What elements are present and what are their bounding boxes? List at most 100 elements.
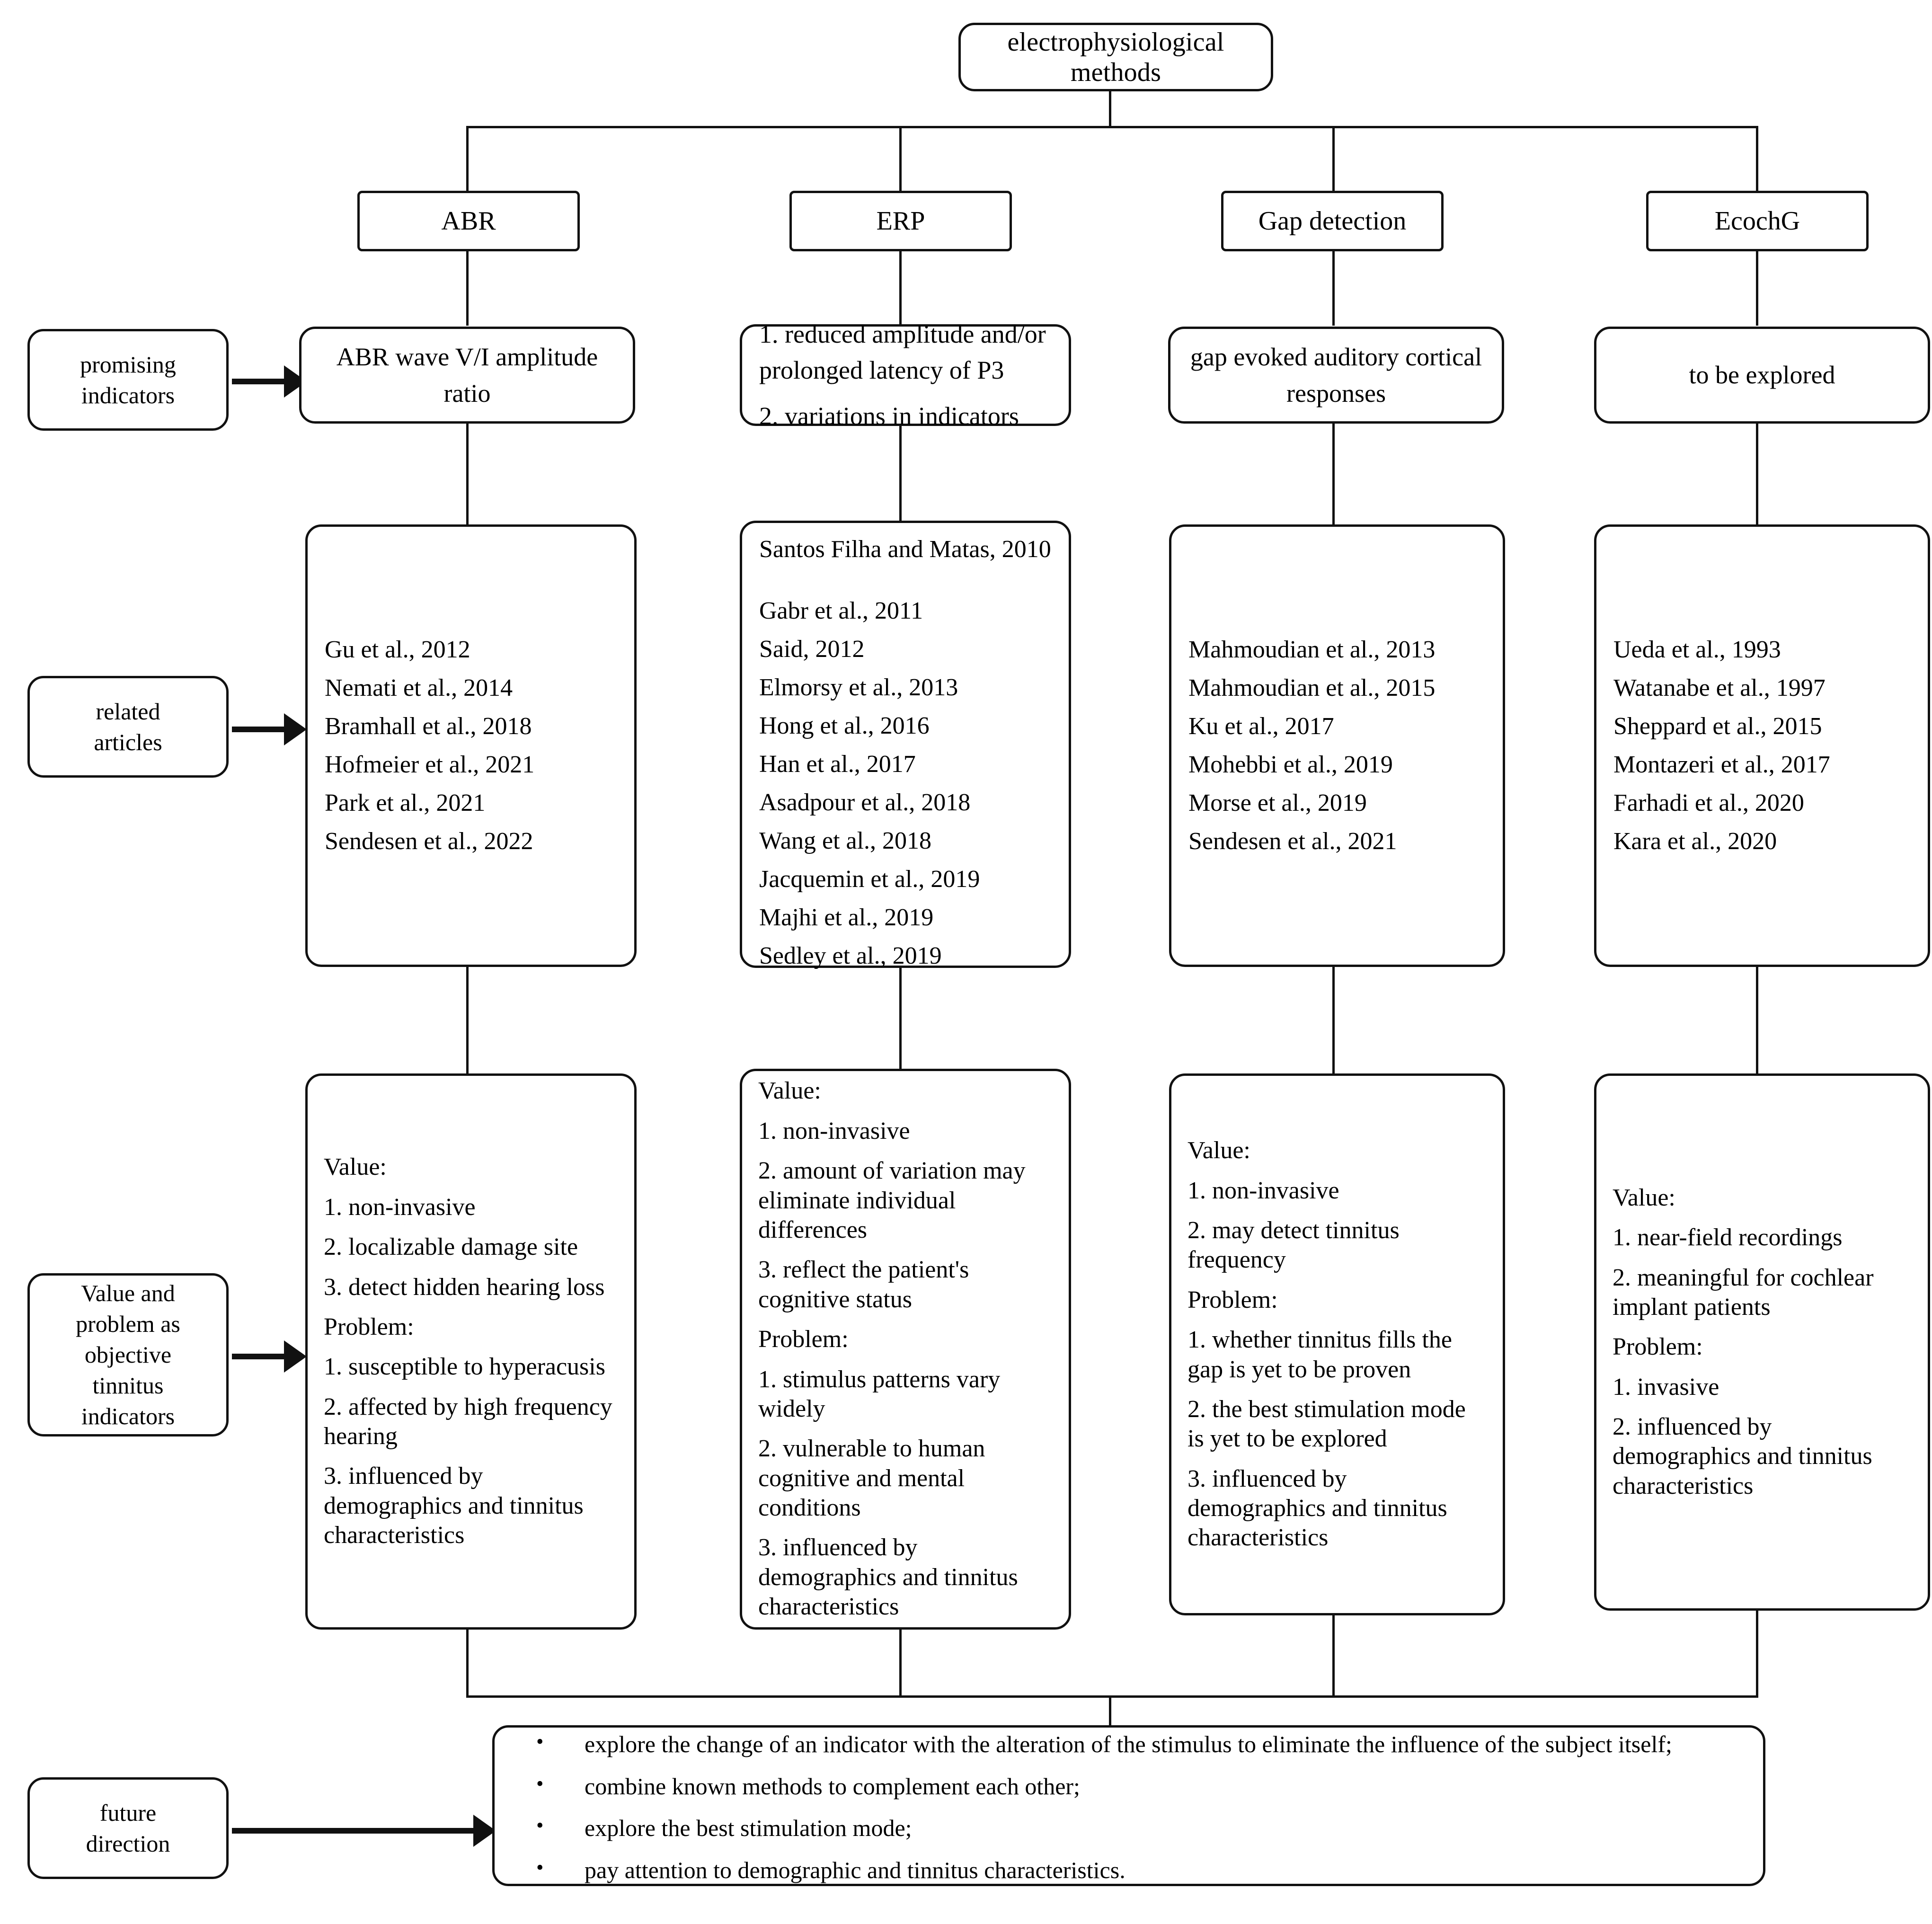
- indicator-node-abr[interactable]: ABR wave V/I amplitude ratio: [299, 327, 635, 424]
- list-item: 3. influenced by demographics and tinnit…: [324, 1463, 584, 1549]
- articles-node-ecochg[interactable]: Ueda et al., 1993 Watanabe et al., 1997 …: [1594, 524, 1930, 967]
- list-item: 2. may detect tinnitus frequency: [1188, 1216, 1400, 1274]
- list-item: 2. vulnerable to human cognitive and men…: [758, 1435, 985, 1522]
- list-item: Problem:: [1613, 1333, 1703, 1361]
- list-item: Ku et al., 2017: [1188, 713, 1334, 740]
- indicator-node-erp[interactable]: 1. reduced amplitude and/or prolonged la…: [740, 320, 1071, 430]
- list-item: Mahmoudian et al., 2015: [1188, 674, 1436, 701]
- row-label-value-and-problem-text: Value and problem as objective tinnitus …: [76, 1280, 180, 1429]
- row-label-related-articles[interactable]: related articles: [27, 676, 229, 778]
- row-label-related-articles-text: related articles: [94, 698, 162, 755]
- connector-gap-vp-down: [1332, 1614, 1335, 1697]
- list-item: Sendesen et al., 2022: [325, 828, 533, 855]
- root-node-label: electrophysiological methods: [1007, 27, 1224, 87]
- list-item: 2. meaningful for cochlear implant patie…: [1613, 1264, 1874, 1321]
- method-node-abr-label: ABR: [441, 206, 496, 236]
- articles-node-gap-detection[interactable]: Mahmoudian et al., 2013 Mahmoudian et al…: [1169, 524, 1505, 967]
- list-item: Majhi et al., 2019: [759, 904, 934, 931]
- list-item: 2. the best stimulation mode is yet to b…: [1188, 1395, 1466, 1453]
- list-item: Nemati et al., 2014: [325, 674, 513, 701]
- list-item: Asadpour et al., 2018: [759, 789, 971, 816]
- list-item: Value:: [324, 1153, 387, 1181]
- connector-bus-to-ecochg: [1756, 126, 1758, 192]
- list-item: Elmorsy et al., 2013: [759, 674, 958, 701]
- list-item: Value:: [1613, 1184, 1675, 1211]
- list-item: Wang et al., 2018: [759, 827, 932, 854]
- list-item: Problem:: [758, 1326, 849, 1353]
- method-node-erp[interactable]: ERP: [789, 191, 1012, 251]
- connector-abr-vp-down: [466, 1628, 469, 1697]
- value-problem-node-abr[interactable]: Value: 1. non-invasive 2. localizable da…: [305, 1073, 637, 1630]
- method-node-gap-detection[interactable]: Gap detection: [1221, 191, 1444, 251]
- root-node-electrophysiological-methods[interactable]: electrophysiological methods: [958, 23, 1273, 91]
- value-problem-node-erp[interactable]: Value: 1. non-invasive 2. amount of vari…: [740, 1069, 1071, 1630]
- list-item: 2. affected by high frequency hearing: [324, 1393, 612, 1450]
- list-item: Farhadi et al., 2020: [1613, 789, 1804, 816]
- connector-bus-to-gap: [1332, 126, 1335, 192]
- list-item: 3. detect hidden hearing loss: [324, 1273, 605, 1301]
- arrow-valueproblem-line: [232, 1354, 284, 1359]
- list-item: Ueda et al., 1993: [1613, 636, 1781, 663]
- connector-erp-ind-to-articles: [899, 425, 902, 525]
- method-node-ecochg-label: EcochG: [1714, 206, 1800, 236]
- value-problem-node-ecochg[interactable]: Value: 1. near-field recordings 2. meani…: [1594, 1073, 1930, 1611]
- articles-node-erp[interactable]: Santos Filha and Matas, 2010 Gabr et al.…: [740, 521, 1071, 968]
- list-item: 3. influenced by demographics and tinnit…: [1188, 1465, 1447, 1552]
- list-item: Said, 2012: [759, 636, 865, 663]
- connector-ecochg-ind-to-articles: [1756, 421, 1758, 525]
- list-item: Gabr et al., 2011: [759, 597, 923, 624]
- connector-erp-articles-to-vp: [899, 966, 902, 1074]
- method-node-abr[interactable]: ABR: [357, 191, 580, 251]
- connector-ecochg-articles-to-vp: [1756, 966, 1758, 1074]
- value-problem-node-gap-detection[interactable]: Value: 1. non-invasive 2. may detect tin…: [1169, 1073, 1505, 1615]
- list-item: Santos Filha and Matas, 2010: [759, 536, 1051, 563]
- future-direction-list: explore the change of an indicator with …: [514, 1729, 1744, 1885]
- list-item: Value:: [758, 1077, 821, 1105]
- row-label-future-direction[interactable]: future direction: [27, 1777, 229, 1879]
- list-item: explore the change of an indicator with …: [514, 1729, 1744, 1759]
- list-item: 1. susceptible to hyperacusis: [324, 1353, 605, 1381]
- list-item: 2. localizable damage site: [324, 1233, 578, 1261]
- arrow-promising-line: [232, 379, 284, 384]
- indicator-node-ecochg[interactable]: to be explored: [1594, 327, 1930, 424]
- connector-bus-to-abr: [466, 126, 469, 192]
- arrow-future-line: [232, 1828, 473, 1834]
- method-node-ecochg[interactable]: EcochG: [1646, 191, 1869, 251]
- list-item: Kara et al., 2020: [1613, 828, 1777, 855]
- list-item: Mahmoudian et al., 2013: [1188, 636, 1436, 663]
- arrow-related-line: [232, 727, 284, 732]
- future-direction-node[interactable]: explore the change of an indicator with …: [492, 1725, 1765, 1886]
- list-item: Bramhall et al., 2018: [325, 713, 532, 740]
- list-item: 1. non-invasive: [324, 1193, 476, 1221]
- list-item: Hong et al., 2016: [759, 712, 930, 739]
- row-label-promising-indicators[interactable]: promising indicators: [27, 329, 229, 431]
- connector-erp-to-indicator: [899, 250, 902, 326]
- indicator-node-abr-item-1: ABR wave V/I amplitude ratio: [336, 342, 598, 408]
- list-item: 1. non-invasive: [1188, 1177, 1339, 1204]
- list-item: Jacquemin et al., 2019: [759, 866, 980, 893]
- connector-bus-to-erp: [899, 126, 902, 192]
- list-item: Sendesen et al., 2021: [1188, 828, 1397, 855]
- articles-node-abr[interactable]: Gu et al., 2012 Nemati et al., 2014 Bram…: [305, 524, 637, 967]
- list-item: 3. influenced by demographics and tinnit…: [758, 1534, 1018, 1621]
- row-label-future-direction-text: future direction: [86, 1799, 170, 1857]
- indicator-node-gap-detection[interactable]: gap evoked auditory cortical responses: [1168, 327, 1504, 424]
- list-item: 2. amount of variation may eliminate ind…: [758, 1157, 1026, 1243]
- list-item: Sheppard et al., 2015: [1613, 713, 1822, 740]
- connector-abr-to-indicator: [466, 250, 469, 326]
- list-item: Mohebbi et al., 2019: [1188, 751, 1393, 778]
- list-item: 2. influenced by demographics and tinnit…: [1613, 1413, 1872, 1499]
- connector-ecochg-vp-down: [1756, 1609, 1758, 1697]
- list-item: 1. non-invasive: [758, 1117, 910, 1144]
- row-label-value-and-problem[interactable]: Value and problem as objective tinnitus …: [27, 1273, 229, 1436]
- arrow-valueproblem-head: [284, 1340, 307, 1373]
- method-node-gap-detection-label: Gap detection: [1258, 206, 1407, 236]
- connector-ecochg-to-indicator: [1756, 250, 1758, 326]
- list-item: combine known methods to complement each…: [514, 1771, 1744, 1801]
- connector-root-down: [1109, 90, 1111, 128]
- indicator-node-gap-detection-item-1: gap evoked auditory cortical responses: [1190, 342, 1482, 408]
- connector-abr-articles-to-vp: [466, 966, 469, 1074]
- list-item: 1. stimulus patterns vary widely: [758, 1365, 1001, 1422]
- arrow-related-head: [284, 713, 307, 745]
